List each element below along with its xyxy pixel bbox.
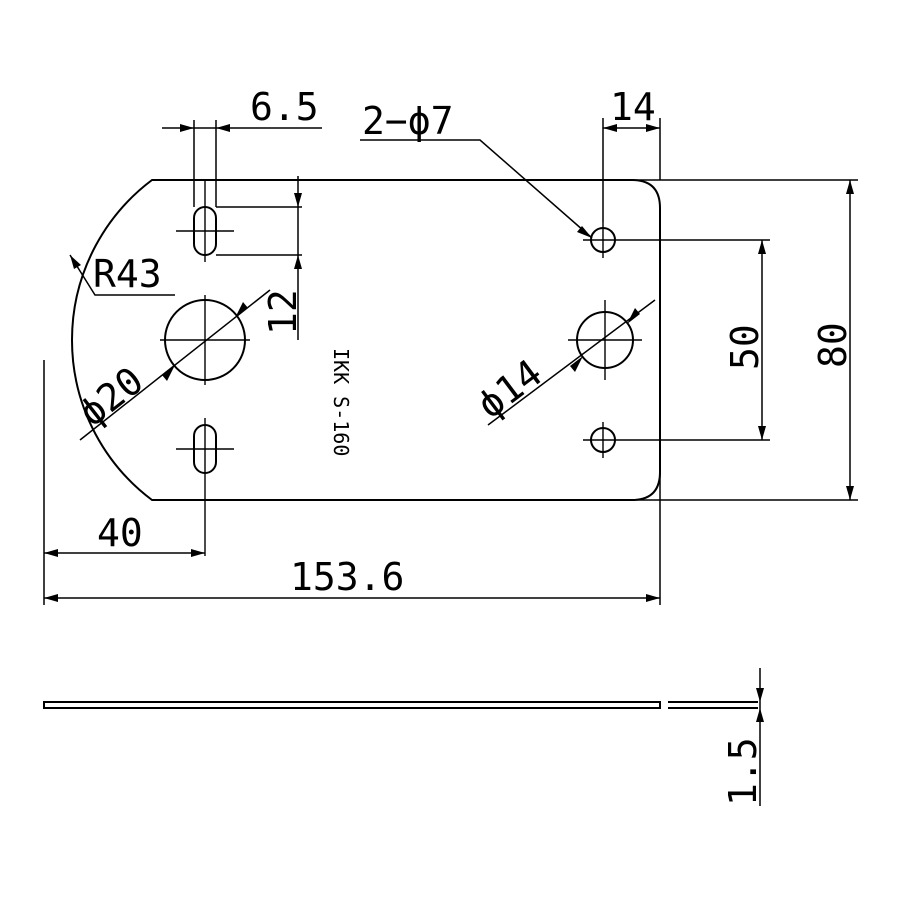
dim-left-to-hole-label: 40 bbox=[97, 511, 143, 555]
dim-slot-width-label: 6.5 bbox=[250, 85, 319, 129]
small-hole-bottom bbox=[583, 422, 625, 458]
small-hole-top bbox=[583, 222, 625, 258]
dim-total-width: 153.6 bbox=[44, 472, 661, 605]
dim-big-hole-left: ϕ20 bbox=[70, 289, 271, 441]
dim-height: 80 bbox=[632, 179, 858, 501]
dim-thickness-label: 1.5 bbox=[721, 737, 765, 806]
dim-right-offset-label: 14 bbox=[610, 85, 656, 129]
dim-slot-length: 12 bbox=[216, 176, 305, 340]
side-view bbox=[43, 701, 758, 709]
dim-total-width-label: 153.6 bbox=[290, 555, 404, 599]
dim-big-hole-left-label: ϕ20 bbox=[70, 358, 151, 435]
part-label: IKK S-160 bbox=[329, 348, 353, 456]
dim-small-holes: 2−ϕ7 bbox=[360, 99, 593, 239]
dim-slot-width: 6.5 bbox=[162, 85, 322, 207]
dim-thickness: 1.5 bbox=[721, 668, 765, 806]
dim-left-to-hole: 40 bbox=[43, 360, 205, 605]
dim-radius: R43 bbox=[69, 252, 175, 296]
dim-hole-spacing: 50 bbox=[625, 239, 770, 441]
big-hole-right bbox=[568, 300, 642, 380]
big-hole-left bbox=[160, 295, 250, 385]
slot-top bbox=[176, 180, 234, 262]
dim-right-offset: 14 bbox=[602, 85, 661, 222]
dim-radius-label: R43 bbox=[93, 252, 162, 296]
slot-bottom bbox=[176, 418, 234, 556]
dim-hole-spacing-label: 50 bbox=[723, 324, 767, 370]
dim-height-label: 80 bbox=[811, 322, 855, 368]
dim-small-holes-label: 2−ϕ7 bbox=[362, 99, 454, 143]
plate-outline bbox=[71, 179, 661, 501]
dim-slot-length-label: 12 bbox=[261, 289, 305, 335]
dim-big-hole-right-label: ϕ14 bbox=[469, 351, 550, 427]
dim-big-hole-right: ϕ14 bbox=[469, 299, 656, 427]
